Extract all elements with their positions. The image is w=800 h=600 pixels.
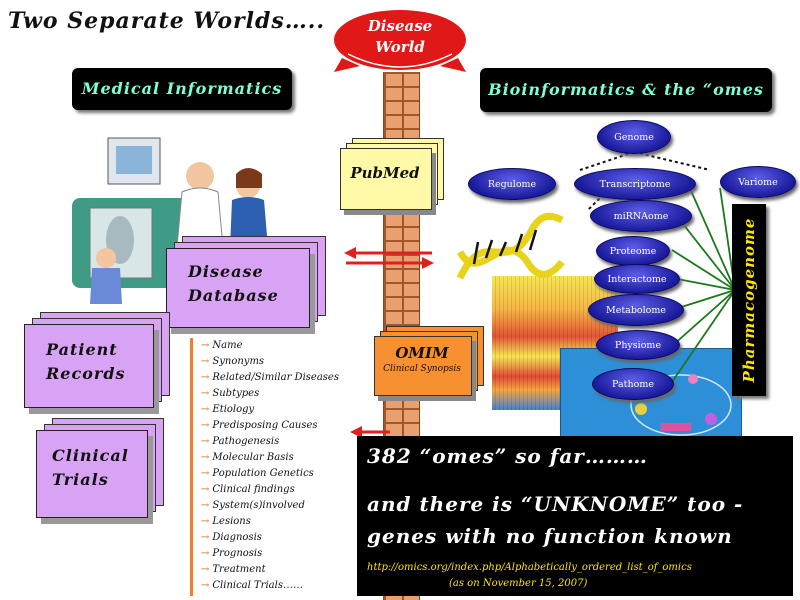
patient-records-line1: Patient — [46, 340, 118, 359]
attribute-item: →Diagnosis — [201, 532, 262, 543]
node-physiome: Physiome — [596, 330, 680, 360]
attribute-item: →Etiology — [201, 404, 255, 415]
patient-records-stack: Patient Records — [24, 312, 174, 410]
attribute-item: →Treatment — [201, 564, 266, 575]
clinical-trials-label: Clinical Trials — [52, 444, 129, 492]
disease-world-line1: Disease — [367, 17, 433, 35]
pubmed-label: PubMed — [350, 164, 420, 182]
source-date: (as on November 15, 2007) — [449, 578, 588, 589]
medical-informatics-header: Medical Informatics — [72, 68, 292, 110]
unknome-line1: and there is “UNKNOME” too - — [367, 492, 744, 516]
attribute-item: →Prognosis — [201, 548, 263, 559]
attribute-item: →Molecular Basis — [201, 452, 294, 463]
omes-callout-box: 382 “omes” so far……… and there is “UNKNO… — [357, 436, 793, 596]
disease-world-label: Disease World — [340, 16, 460, 58]
doctor-patient-illustration — [72, 137, 268, 304]
attribute-item: →Lesions — [201, 516, 251, 527]
attribute-item: →Predisposing Causes — [201, 420, 318, 431]
attribute-item: →Subtypes — [201, 388, 260, 399]
omes-count-text: 382 “omes” so far……… — [367, 444, 648, 468]
dna-helix-icon — [456, 212, 565, 280]
bioinformatics-header: Bioinformatics & the “omes — [480, 68, 772, 112]
omim-label: OMIM Clinical Synopsis — [374, 344, 470, 374]
node-pathome: Pathome — [592, 368, 674, 400]
omim-subtitle: Clinical Synopsis — [383, 364, 461, 374]
attribute-item: →Clinical Trials…… — [201, 580, 303, 591]
pharmacogenome-banner: Pharmacogenome — [732, 204, 766, 396]
disease-world-banner — [334, 10, 466, 72]
omim-title: OMIM — [395, 344, 449, 362]
disease-database-label: Disease Database — [188, 260, 279, 308]
attribute-item: →Population Genetics — [201, 468, 314, 479]
patient-records-label: Patient Records — [46, 338, 126, 386]
attribute-item: →Pathogenesis — [201, 436, 280, 447]
pubmed-stack: PubMed — [340, 138, 444, 214]
unknome-line2: genes with no function known — [367, 524, 733, 548]
attribute-item: →Synonyms — [201, 356, 265, 367]
node-regulome: Regulome — [468, 168, 556, 200]
disease-attribute-list: →Name →Synonyms →Related/Similar Disease… — [190, 338, 339, 596]
disease-database-line2: Database — [188, 286, 279, 305]
node-mirnaome: miRNAome — [590, 200, 692, 232]
clinical-trials-stack: Clinical Trials — [36, 418, 166, 520]
node-metabolome: Metabolome — [588, 294, 684, 326]
pharmacogenome-label: Pharmacogenome — [740, 217, 758, 383]
clinical-trials-line2: Trials — [52, 470, 109, 489]
attribute-item: →Name — [201, 340, 243, 351]
source-url[interactable]: http://omics.org/index.php/Alphabeticall… — [367, 562, 692, 573]
clinical-trials-line1: Clinical — [52, 446, 129, 465]
attribute-item: →Clinical findings — [201, 484, 295, 495]
disease-database-line1: Disease — [188, 262, 264, 281]
disease-world-line2: World — [375, 38, 425, 56]
red-arrow-partial — [350, 426, 390, 438]
node-interactome: Interactome — [594, 264, 680, 294]
attribute-item: →System(s)involved — [201, 500, 305, 511]
omim-stack: OMIM Clinical Synopsis — [374, 326, 486, 396]
node-transcriptome: Transcriptome — [574, 168, 696, 200]
node-variome: Variome — [720, 166, 796, 198]
red-double-arrow — [344, 247, 434, 269]
attribute-item: →Related/Similar Diseases — [201, 372, 339, 383]
disease-database-stack: Disease Database — [166, 236, 328, 328]
node-genome: Genome — [597, 120, 671, 154]
patient-records-line2: Records — [46, 364, 126, 383]
node-proteome: Proteome — [596, 236, 670, 266]
slide-title: Two Separate Worlds….. — [8, 8, 326, 34]
